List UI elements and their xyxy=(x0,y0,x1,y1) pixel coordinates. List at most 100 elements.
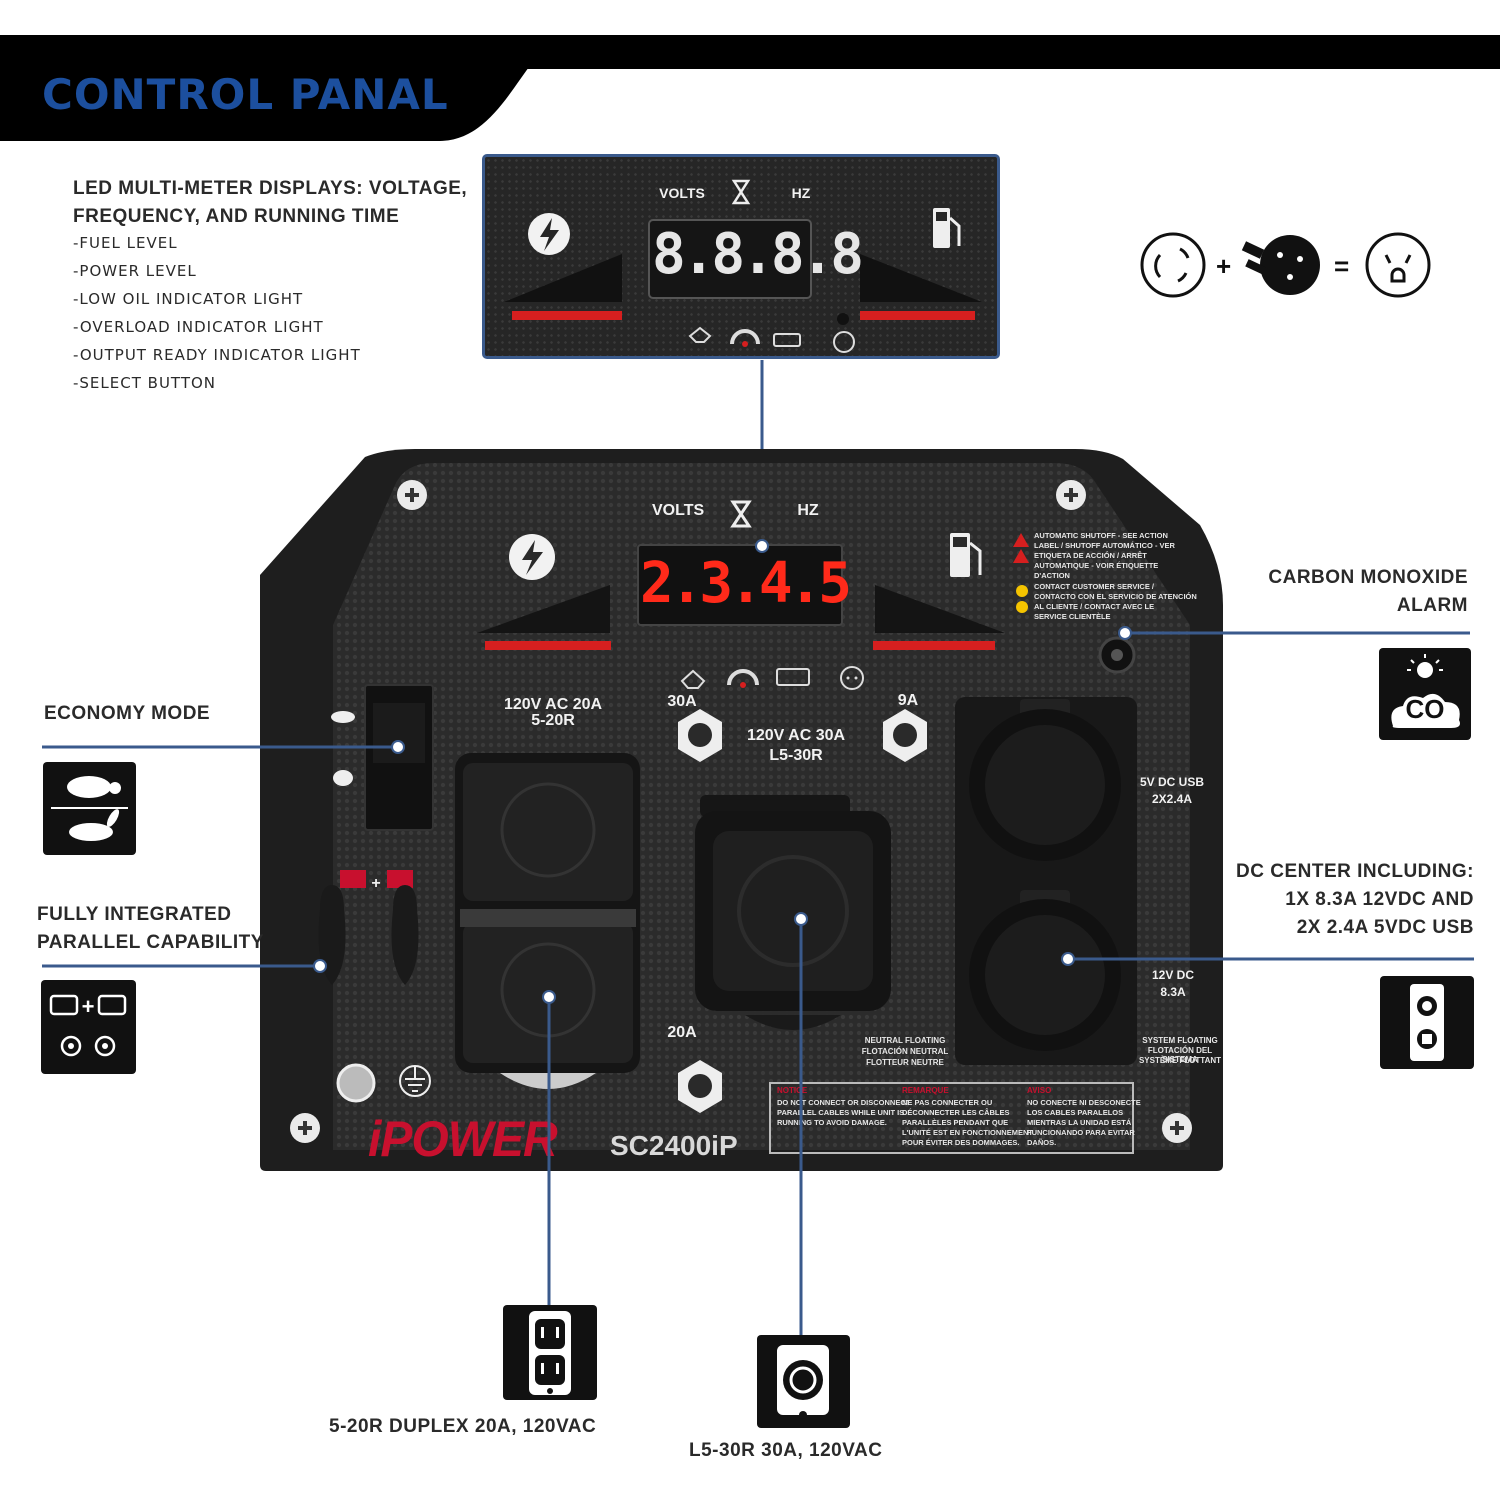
shutoff-text-4: AUTOMATIQUE - VOIR ÉTIQUETTE xyxy=(1034,561,1159,570)
turtle-icon xyxy=(331,711,355,723)
contact-text-4: SERVICE CLIENTÈLE xyxy=(1034,612,1111,621)
usb-label-2: 2X2.4A xyxy=(1151,792,1193,806)
svg-text:+: + xyxy=(371,875,380,892)
select-button-icon xyxy=(833,331,855,353)
power-level-bars xyxy=(504,254,622,320)
usb-label-1: 5V DC USB xyxy=(1139,775,1204,789)
contact-service-icon xyxy=(1016,585,1028,613)
notice-fr-line: NE PAS CONNECTER OU xyxy=(902,1098,993,1107)
zoom-led-digits: 8.8.8.8 xyxy=(652,222,864,287)
select-button-icon xyxy=(840,666,864,690)
economy-mode-icon xyxy=(43,762,136,855)
notice-es-title: AVISO xyxy=(1027,1086,1052,1095)
notice-en-line: RUNNING TO AVOID DAMAGE. xyxy=(777,1118,887,1127)
breaker-20a-label: 20A xyxy=(667,1024,697,1041)
adapter-diagram: + = xyxy=(1140,232,1431,298)
notice-fr-title: REMARQUE xyxy=(902,1086,949,1095)
twistlock-label-1: 120V AC 30A xyxy=(746,727,846,744)
output-ready-icon xyxy=(680,669,706,689)
fuel-level-bars xyxy=(860,254,982,320)
page-title: CONTROL PANAL xyxy=(42,70,449,119)
panel-led-digits: 2.3.4.5 xyxy=(640,551,852,616)
shutoff-text-2: LABEL / SHUTOFF AUTOMÁTICO - VER xyxy=(1034,541,1175,550)
co-alarm-icon: CO xyxy=(1379,648,1471,740)
svg-text:+: + xyxy=(82,994,95,1019)
dc-center-callout-1: DC CENTER INCLUDING: xyxy=(1236,861,1474,882)
shutoff-text-3: ETIQUETA DE ACCIÓN / ARRÊT xyxy=(1034,551,1147,560)
overload-gauge-icon xyxy=(730,329,760,347)
contact-text-1: CONTACT CUSTOMER SERVICE / xyxy=(1034,582,1155,591)
neutral-floating-1: NEUTRAL FLOATING xyxy=(864,1036,946,1045)
dc-center-callout-2: 1X 8.3A 12VDC AND xyxy=(1285,889,1474,910)
tt30-outlet-icon xyxy=(1365,232,1431,298)
shutoff-text-5: D'ACTION xyxy=(1034,571,1070,580)
twistlock-label-2: L5-30R xyxy=(769,747,823,764)
system-floating-2: FLOTACIÓN DEL SISTEMA xyxy=(1147,1046,1213,1065)
turtle-icon xyxy=(67,776,121,798)
fuel-level-bars xyxy=(873,585,1005,650)
contact-text-3: AL CLIENTE / CONTACT AVEC LE xyxy=(1034,602,1155,611)
parallel-capability-icon: + xyxy=(41,980,136,1074)
notice-es-line: MIENTRAS LA UNIDAD ESTÁ xyxy=(1027,1118,1132,1127)
rabbit-icon xyxy=(333,770,353,786)
meter-feature-item: -SELECT BUTTON xyxy=(73,374,217,392)
duplex-outlet-label-2: 5-20R xyxy=(531,712,575,729)
dc-center xyxy=(955,697,1137,1065)
economy-switch xyxy=(364,684,434,831)
meter-feature-item: -OUTPUT READY INDICATOR LIGHT xyxy=(73,346,361,364)
duplex-outlet-icon xyxy=(503,1305,597,1400)
header-band xyxy=(0,35,1500,141)
breaker-9a xyxy=(883,709,927,762)
co-alarm-icon-text: CO xyxy=(1405,694,1445,724)
screw-icon xyxy=(1162,1113,1192,1143)
adapter-plug-icon xyxy=(1241,235,1320,295)
system-floating-3: SYSTÈME FLOTTANT xyxy=(1138,1056,1222,1065)
meter-feature-item: -LOW OIL INDICATOR LIGHT xyxy=(73,290,304,308)
screw-icon xyxy=(397,480,427,510)
system-floating-1: SYSTEM FLOATING xyxy=(1142,1036,1218,1045)
svg-text:=: = xyxy=(1334,251,1349,281)
zoom-volts-label: VOLTS xyxy=(659,185,705,201)
meter-callout-headline-2: FREQUENCY, AND RUNNING TIME xyxy=(73,206,400,227)
dc-label-1: 12V DC xyxy=(1151,968,1195,982)
zoomed-display-graphics xyxy=(504,179,982,353)
generator-panel: + xyxy=(260,449,1223,1171)
panel-volts-label: VOLTS xyxy=(652,502,705,519)
co-alarm-callout-1: CARBON MONOXIDE xyxy=(1268,567,1468,588)
notice-en-title: NOTICE xyxy=(777,1086,808,1095)
notice-fr-line: POUR ÉVITER DES DOMMAGES. xyxy=(902,1138,1020,1147)
notice-fr-line: L'UNITÉ EST EN FONCTIONNEMENT xyxy=(902,1128,1033,1137)
notice-es-line: NO CONECTE NI DESCONECTE xyxy=(1027,1098,1141,1107)
meter-feature-item: -OVERLOAD INDICATOR LIGHT xyxy=(73,318,324,336)
dc-label-2: 8.3A xyxy=(1160,985,1186,999)
parallel-callout-2: PARALLEL CAPABILITY xyxy=(37,932,264,953)
parallel-callout-1: FULLY INTEGRATED xyxy=(37,904,232,925)
model-name: SC2400iP xyxy=(610,1130,738,1161)
power-bolt-icon xyxy=(509,534,555,580)
notice-fr-line: PARALLÈLES PENDANT QUE xyxy=(902,1118,1009,1127)
dc-center-callout-3: 2X 2.4A 5VDC USB xyxy=(1296,917,1474,938)
meter-callout-headline-1: LED MULTI-METER DISPLAYS: VOLTAGE, xyxy=(73,178,468,199)
breaker-20a xyxy=(678,1060,722,1113)
panel-hz-label: HZ xyxy=(797,502,819,519)
notice-en-line: DO NOT CONNECT OR DISCONNECT xyxy=(777,1098,911,1107)
hourglass-icon xyxy=(730,500,752,528)
ground-terminal xyxy=(336,1063,376,1103)
notice-en-line: PARALLEL CABLES WHILE UNIT IS xyxy=(777,1108,905,1117)
dc-center-icon xyxy=(1380,976,1474,1069)
duplex-outlet xyxy=(455,753,640,1089)
contact-text-2: CONTACTO CON EL SERVICIO DE ATENCIÓN xyxy=(1034,592,1197,601)
breaker-30a-label: 30A xyxy=(667,693,697,710)
zoom-hz-label: HZ xyxy=(791,185,811,201)
power-level-bars xyxy=(477,585,611,650)
rabbit-icon xyxy=(69,809,120,841)
neutral-floating-2: FLOTACIÓN NEUTRAL xyxy=(861,1047,949,1056)
notice-es-line: LOS CABLES PARALELOS xyxy=(1027,1108,1124,1117)
notice-fr-line: DÉCONNECTER LES CÂBLES xyxy=(902,1108,1010,1117)
meter-feature-item: -FUEL LEVEL xyxy=(73,234,178,252)
twistlock-outlet-icon xyxy=(1140,232,1206,298)
brand-logo: iPOWER xyxy=(368,1111,558,1168)
twistlock-outlet xyxy=(695,795,891,1030)
co-alarm-callout-2: ALARM xyxy=(1396,595,1468,616)
overload-gauge-icon xyxy=(727,669,759,688)
